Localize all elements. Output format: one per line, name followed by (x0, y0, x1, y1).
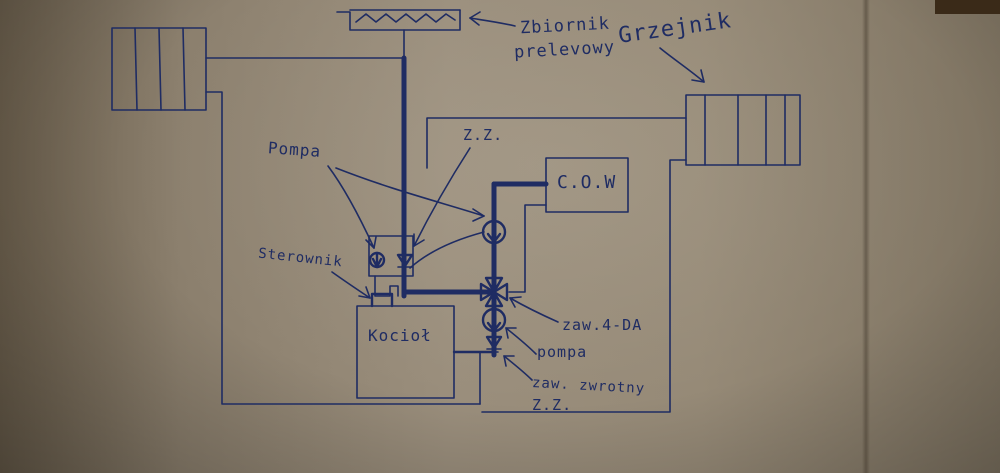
distribution-pipes (401, 181, 549, 358)
hot-water-tank (545, 157, 629, 213)
background-corner (935, 0, 1000, 14)
overflow-tank (336, 9, 461, 31)
radiator-top-left (111, 27, 207, 111)
boiler (356, 292, 455, 399)
circulation-pump-top (481, 219, 507, 245)
label-pompa-right: pompa (537, 343, 588, 361)
annotation-arrows (327, 11, 705, 381)
pipes-right-loop (426, 117, 687, 413)
label-zaw-4da: zaw.4-DA (562, 316, 643, 334)
label-zz-top: Z.Z. (463, 126, 504, 144)
four-way-valve (479, 276, 509, 308)
pump-unit (368, 235, 414, 297)
label-kociol: Kocioł (368, 326, 432, 345)
page-gutter (862, 0, 870, 473)
circulation-pump-bottom (481, 307, 507, 333)
radiator-right (685, 94, 801, 166)
label-pompa-left: Pompa (267, 138, 322, 161)
label-cow: C.O.W (557, 172, 617, 193)
label-zz-bottom: Z.Z. (532, 396, 573, 414)
check-valve (485, 335, 503, 350)
